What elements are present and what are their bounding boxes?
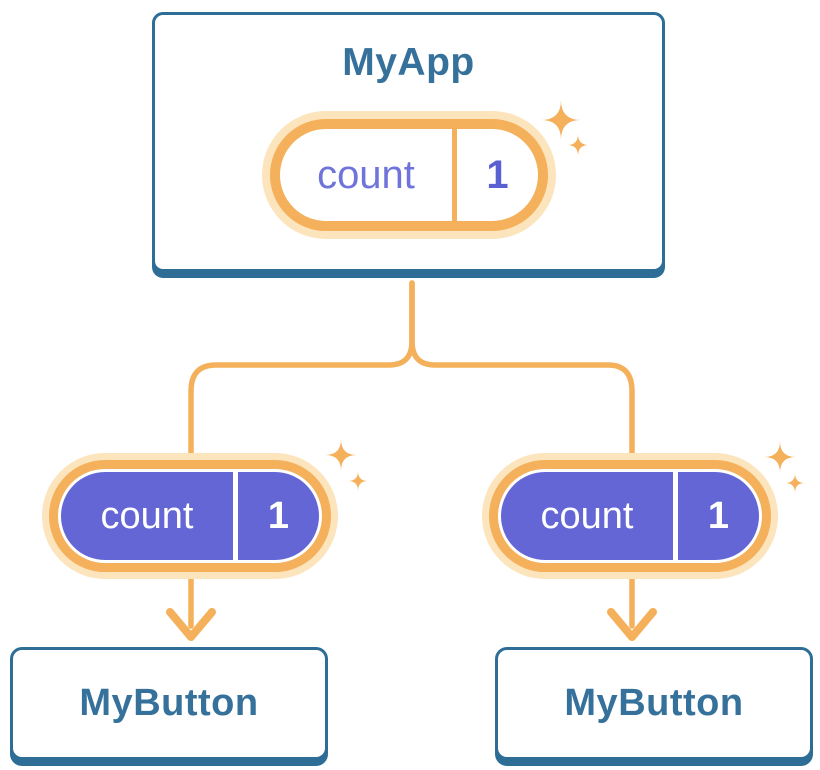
connector-root-to-left-child [188,280,415,459]
prop-value: 1 [707,494,730,537]
prop-name-label: count [100,494,194,537]
left-prop-pill-fill: count 1 [61,472,319,560]
left-child-component-card: MyButton [10,647,328,760]
sparkle-icon [764,441,796,473]
state-name-label: count [317,152,415,197]
pill-divider [233,472,238,560]
left-prop-pill: count 1 [42,453,338,579]
state-value: 1 [486,152,509,197]
right-prop-pill: count 1 [482,453,778,579]
arrow-left-pill-to-button [166,574,216,641]
prop-value: 1 [267,494,290,537]
sparkle-icon [348,471,368,491]
root-state-pill-body: count 1 [270,119,548,231]
right-prop-pill-body: count 1 [489,460,771,572]
right-child-component-card: MyButton [495,647,813,760]
left-prop-pill-body: count 1 [49,460,331,572]
pill-divider [673,472,678,560]
root-card-title: MyApp [342,41,475,84]
arrow-right-pill-to-button [607,574,657,641]
prop-name-label: count [540,494,634,537]
right-child-card-title: MyButton [564,682,744,724]
right-prop-pill-fill: count 1 [501,472,759,560]
pill-divider [452,129,457,221]
left-child-card-title: MyButton [79,682,259,724]
connector-root-to-right-child [409,280,635,459]
root-state-pill: count 1 [262,111,556,239]
sparkle-icon [785,473,805,493]
sparkle-icon [325,439,357,471]
